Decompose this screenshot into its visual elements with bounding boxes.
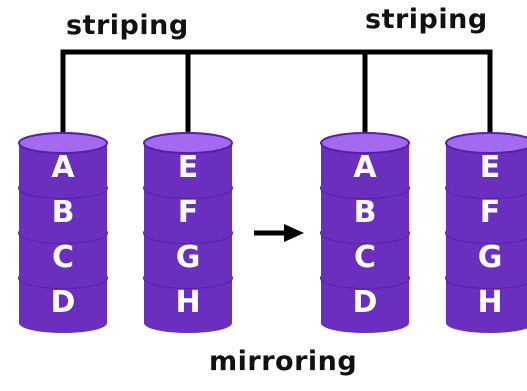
disk-segment: A <box>18 132 108 198</box>
disk-letter: B <box>52 195 75 230</box>
disk-letter: B <box>354 195 377 230</box>
disk-letter: D <box>353 285 378 320</box>
disk-letter: G <box>478 240 503 275</box>
disk-letter: E <box>480 150 501 185</box>
striping-connectors <box>60 49 493 140</box>
disk-letter: F <box>480 195 501 230</box>
disk-letter: E <box>178 150 199 185</box>
mirroring-arrow-icon <box>254 224 304 242</box>
disk-segment: E <box>445 132 527 198</box>
left-striping-label: striping <box>66 10 189 41</box>
disk-letter: G <box>176 240 201 275</box>
disk-letter: F <box>178 195 199 230</box>
left-striping-connector <box>60 49 191 140</box>
disk-segment: E <box>143 132 233 198</box>
disk-segment: A <box>320 132 410 198</box>
disk-letter: A <box>353 150 377 185</box>
disk-letter: H <box>477 285 502 320</box>
right-striping-label: striping <box>365 4 488 35</box>
right-striping-connector <box>362 49 493 140</box>
disk-letter: D <box>51 285 76 320</box>
disk-letter: C <box>52 240 74 275</box>
mirroring-label: mirroring <box>209 346 358 377</box>
disk-letter: H <box>175 285 200 320</box>
disk-letter: A <box>51 150 75 185</box>
disk-letter: C <box>354 240 376 275</box>
